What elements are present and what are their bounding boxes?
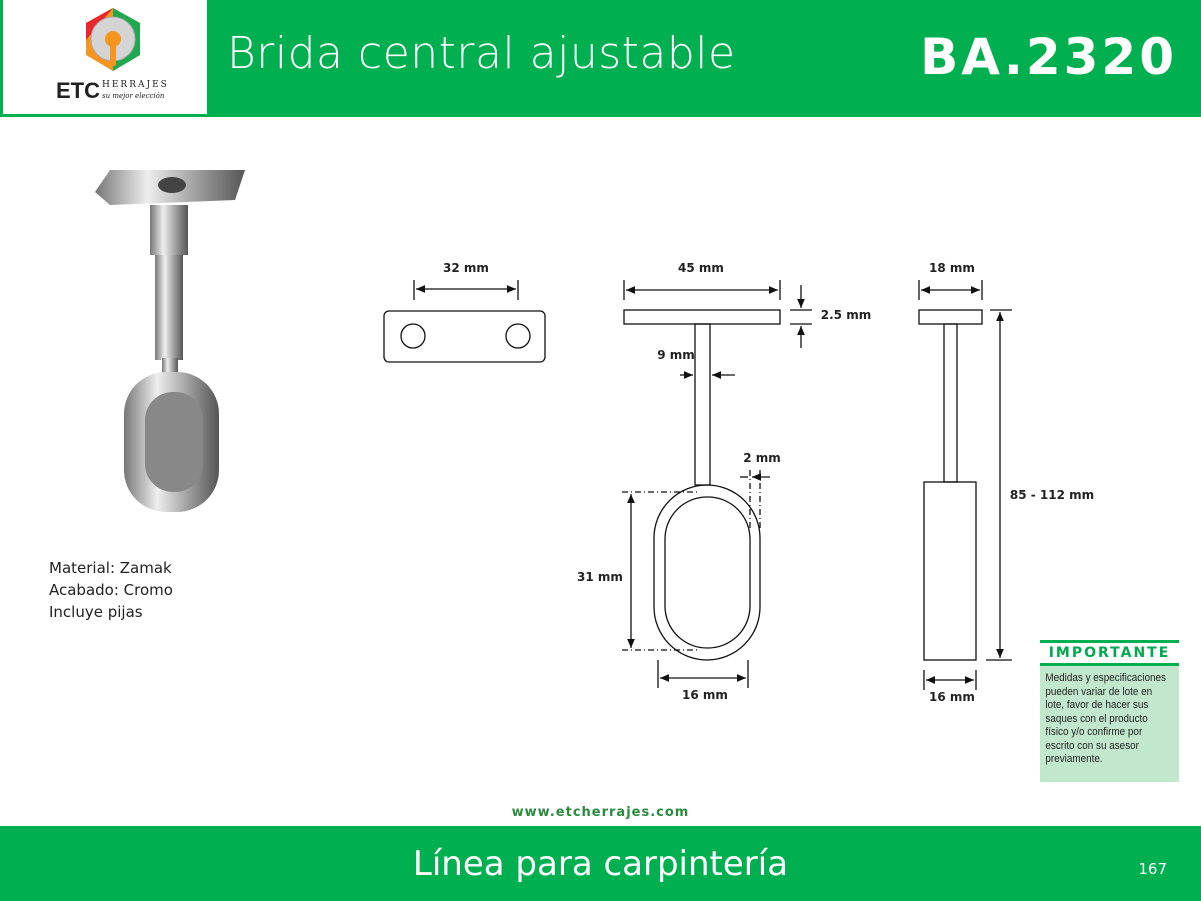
header: Brida central ajustable BA.2320: [207, 0, 1201, 117]
dim-plate-thickness: 2.5 mm: [820, 308, 872, 322]
dim-oval-width: 16 mm: [682, 688, 728, 702]
product-code: BA.2320: [920, 28, 1177, 86]
page-number: 167: [1138, 860, 1167, 878]
logo-emblem-icon: [86, 8, 140, 71]
spec-includes: Incluye pijas: [49, 603, 143, 621]
important-notice: IMPORTANTE Medidas y especificaciones pu…: [1040, 640, 1179, 782]
product-photo: [95, 170, 245, 512]
important-title: IMPORTANTE: [1040, 640, 1179, 666]
dim-oval-height: 31 mm: [577, 570, 623, 584]
spec-finish: Acabado: Cromo: [49, 581, 173, 599]
logo-brand: ETC: [56, 78, 100, 103]
logo-sub: HERRAJES: [102, 80, 169, 90]
website-link[interactable]: www.etcherrajes.com: [511, 805, 690, 820]
footer: Línea para carpintería 167: [0, 826, 1201, 901]
dim-plate-holes: 32 mm: [443, 261, 489, 275]
dim-plate-width: 45 mm: [678, 261, 724, 275]
dim-side-plate: 18 mm: [929, 261, 975, 275]
important-text: Medidas y especificaciones pueden variar…: [1045, 672, 1166, 765]
specs-list: Material: Zamak Acabado: Cromo Incluye p…: [49, 557, 173, 623]
spec-material: Material: Zamak: [49, 559, 172, 577]
page-title: Brida central ajustable: [227, 28, 736, 79]
dim-height-range: 85 - 112 mm: [1009, 488, 1095, 502]
dim-stem: 9 mm: [657, 348, 695, 362]
logo-tagline: su mejor elección: [102, 92, 165, 100]
dim-side-width: 16 mm: [929, 690, 975, 704]
technical-drawing: [95, 170, 1012, 690]
dim-wall: 2 mm: [743, 451, 781, 465]
logo: ETC HERRAJES su mejor elección: [0, 0, 207, 117]
footer-title: Línea para carpintería: [412, 844, 789, 884]
